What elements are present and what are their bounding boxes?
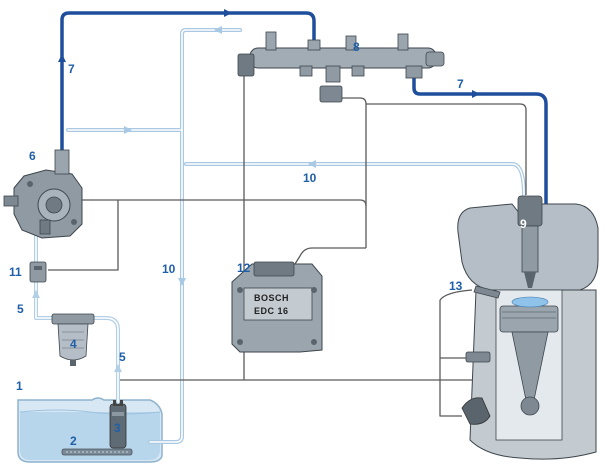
label-10-return: 10 [162,262,176,276]
high-pressure-pump [3,149,83,239]
label-3: 3 [114,421,121,435]
pre-filter-strainer [61,448,133,456]
low-pressure-lines-inner [35,224,119,403]
label-4: 4 [70,337,77,351]
ecu-brand-label: BOSCH [254,293,289,303]
fuel-temperature-sensor [29,261,47,283]
flow-arrows [32,9,480,372]
low-pressure-lines [34,223,120,404]
label-7-rail-to-injector: 7 [457,77,464,91]
label-8: 8 [353,40,360,54]
label-5-filter-outlet: 5 [17,302,24,316]
label-12: 12 [237,261,251,275]
label-2: 2 [70,434,77,448]
label-1: 1 [16,379,23,393]
fuel-filter [51,313,95,366]
label-9: 9 [520,217,527,231]
label-13: 13 [449,279,463,293]
label-7-pump-to-rail: 7 [68,62,75,76]
glow-plug [473,285,501,299]
ecu-model-label: EDC 16 [254,306,289,316]
label-6: 6 [29,149,36,163]
common-rail [237,31,445,103]
label-10-leakoff: 10 [303,171,317,185]
crankshaft-sensor [461,397,491,425]
temperature-sensor [465,351,491,363]
engine-control-unit [231,261,323,353]
label-5-tank-outlet: 5 [119,350,126,364]
label-11: 11 [9,265,22,279]
injector [517,195,543,288]
